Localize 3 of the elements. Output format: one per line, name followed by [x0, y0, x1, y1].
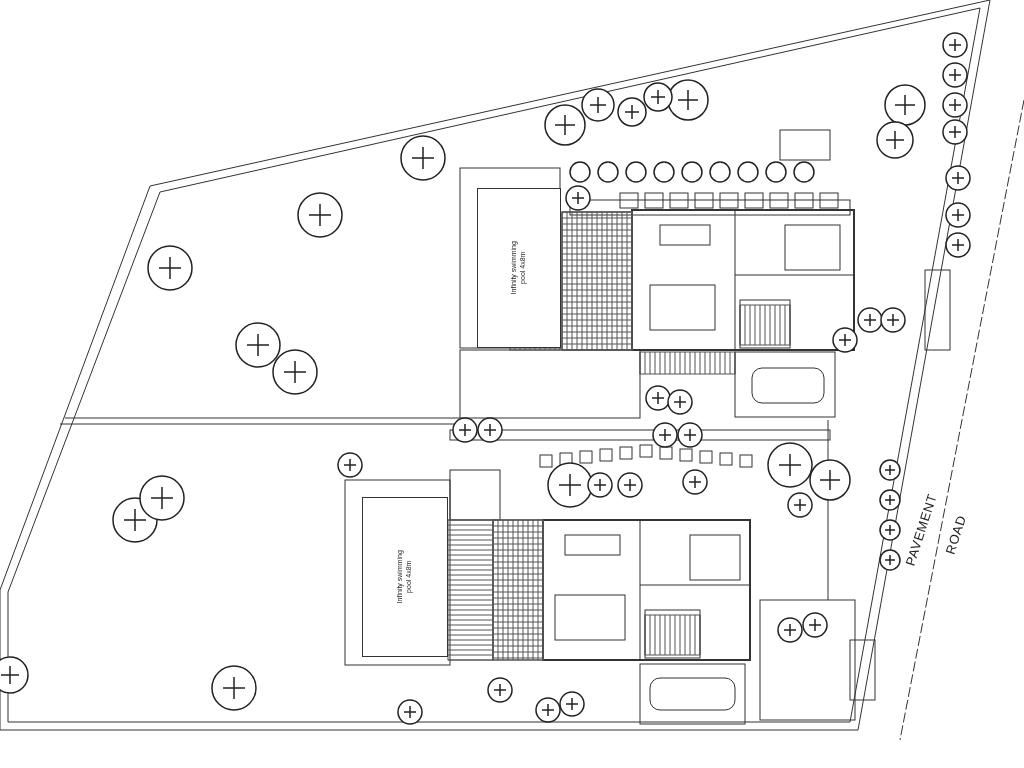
street-label: ROAD — [941, 512, 971, 557]
swimming-pool — [477, 188, 561, 348]
swimming-pool — [362, 497, 448, 657]
